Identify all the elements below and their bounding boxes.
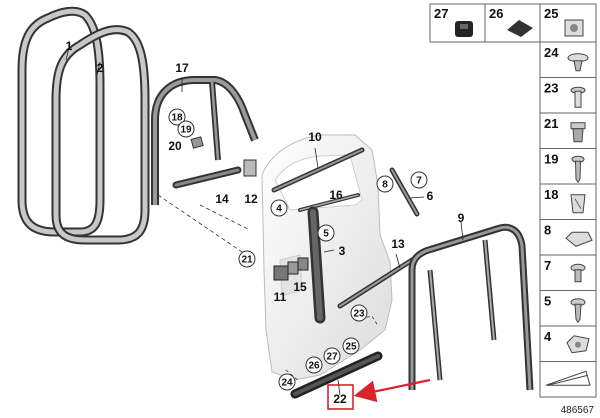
wedge-shim-icon (545, 370, 591, 386)
callout-10: 10 (308, 130, 322, 144)
panel-cell-4: 4 (544, 329, 590, 354)
circled-callout-4: 4 (270, 199, 288, 217)
callout-14: 14 (215, 192, 229, 206)
dash-line-a (157, 194, 249, 257)
callout-20: 20 (168, 139, 182, 153)
svg-text:19: 19 (180, 125, 192, 136)
svg-text:5: 5 (544, 294, 551, 309)
circled-callout-7: 7 (410, 171, 428, 189)
svg-text:26: 26 (308, 361, 320, 372)
clip-part-11 (273, 265, 289, 281)
panel-cell-23: 23 (544, 81, 586, 108)
svg-text:4: 4 (276, 204, 282, 215)
pad-part-20 (190, 136, 204, 149)
circled-callout-26: 26 (305, 356, 323, 374)
leader-2 (96, 61, 101, 76)
self-tap-screw-icon (570, 298, 586, 324)
fastener-panel: 27 26 25 24 23 21 19 18 8 7 5 4 (429, 3, 597, 398)
circled-callout-19: 19 (177, 120, 195, 138)
callout-11: 11 (274, 290, 287, 304)
callout-3: 3 (339, 244, 346, 258)
circled-callout-18: 18 (168, 108, 186, 126)
svg-text:8: 8 (544, 223, 551, 238)
door-seal-outer (17, 6, 105, 237)
highlight-box (327, 384, 354, 410)
circled-callout-23: 23 (350, 304, 368, 322)
svg-text:21: 21 (544, 116, 558, 131)
clip-part-15 (297, 257, 309, 271)
bracket-clip-icon (565, 231, 593, 247)
nut-clip-icon (566, 335, 590, 354)
dash-line-b (199, 204, 251, 231)
panel-cell-24: 24 (544, 45, 589, 72)
panel-cell-25: 25 (544, 6, 584, 37)
panel-cell-26: 26 (489, 6, 533, 37)
short-screw-icon (570, 263, 586, 283)
circled-callout-5: 5 (317, 224, 335, 242)
callout-15: 15 (293, 280, 307, 294)
rivet-icon (570, 86, 586, 108)
svg-text:27: 27 (434, 6, 448, 21)
panel-cell-8: 8 (544, 223, 593, 247)
rubber-pad-icon (507, 20, 533, 37)
panel-cell-19: 19 (544, 152, 585, 184)
svg-text:18: 18 (171, 113, 183, 124)
callout-16: 16 (329, 188, 343, 202)
circled-callout-25: 25 (342, 337, 360, 355)
callout-22: 22 (333, 392, 347, 406)
svg-text:26: 26 (489, 6, 503, 21)
callout-2: 2 (97, 61, 104, 75)
clip-part-12 (243, 159, 257, 177)
svg-text:25: 25 (544, 6, 558, 21)
screw-icon (571, 155, 585, 184)
svg-text:27: 27 (326, 352, 338, 363)
highlight-arrow (353, 378, 431, 403)
svg-text:24: 24 (544, 45, 559, 60)
panel-cell-shim (545, 370, 591, 386)
spring-clip-icon (570, 194, 586, 214)
svg-text:23: 23 (544, 81, 558, 96)
panel-cell-18: 18 (544, 187, 586, 214)
square-grommet-icon (455, 21, 473, 37)
svg-text:24: 24 (281, 378, 293, 389)
callout-1: 1 (66, 39, 73, 53)
callout-6: 6 (427, 189, 434, 203)
panel-cell-7: 7 (544, 258, 586, 283)
circled-callout-27: 27 (323, 347, 341, 365)
svg-text:8: 8 (382, 180, 388, 191)
svg-text:23: 23 (353, 309, 365, 320)
svg-text:4: 4 (544, 329, 552, 344)
svg-text:18: 18 (544, 187, 558, 202)
circled-callout-24: 24 (278, 373, 296, 391)
svg-text:21: 21 (241, 255, 253, 266)
svg-text:19: 19 (544, 152, 558, 167)
door-shell (261, 134, 393, 381)
door-seal-inner (51, 25, 150, 245)
svg-text:5: 5 (323, 229, 329, 240)
diagram-reference-number: 486567 (560, 405, 594, 416)
push-clip-icon (567, 53, 589, 72)
svg-text:25: 25 (345, 342, 357, 353)
panel-cell-27: 27 (434, 6, 473, 37)
panel-cell-21: 21 (544, 116, 586, 143)
svg-text:7: 7 (544, 258, 551, 273)
window-frame-seal (151, 76, 259, 205)
callout-12: 12 (244, 192, 258, 206)
callout-13: 13 (391, 237, 405, 251)
panel-cell-5: 5 (544, 294, 586, 324)
circled-callout-21: 21 (238, 250, 256, 268)
callout-17: 17 (175, 61, 189, 75)
expanding-nut-icon (570, 122, 586, 143)
clip-nut-icon (564, 19, 584, 37)
svg-text:7: 7 (416, 176, 422, 187)
window-channel-part-9 (408, 223, 534, 391)
callout-9: 9 (458, 211, 465, 225)
circled-callout-8: 8 (376, 175, 394, 193)
leader-1 (65, 43, 71, 61)
